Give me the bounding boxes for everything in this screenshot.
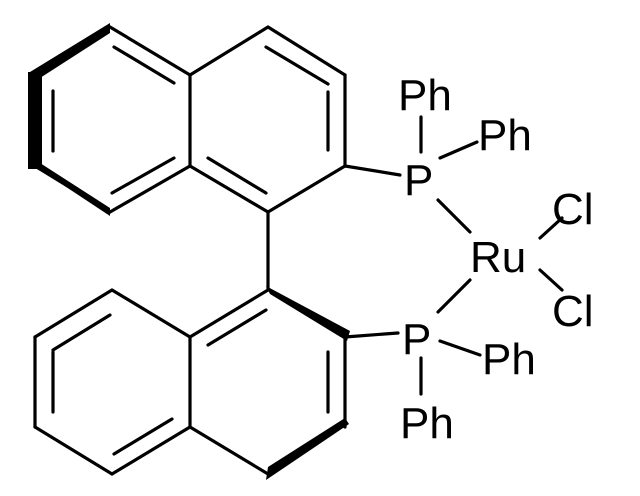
c-p-bond-top xyxy=(343,164,402,177)
atom-label-ph: Ph xyxy=(478,111,532,160)
wedge-bond xyxy=(28,72,42,169)
upper-naphthalene-right-ring xyxy=(188,25,347,214)
p-ru-bond-top xyxy=(436,198,472,234)
p-ph-bond xyxy=(438,140,479,160)
p-ru-bond-bottom xyxy=(436,278,472,314)
ru-cl-bond-top xyxy=(538,216,564,240)
upper-naphthalene-left-ring xyxy=(28,23,192,216)
atom-label-cl: Cl xyxy=(552,287,594,336)
lower-naphthalene-right-ring xyxy=(188,286,350,480)
wedge-bond xyxy=(30,23,110,78)
atom-label-p: P xyxy=(402,315,431,364)
atom-label-ph: Ph xyxy=(398,71,452,120)
wedge-bond xyxy=(266,418,349,480)
atom-label-ph: Ph xyxy=(400,399,454,448)
p-ph-bond xyxy=(438,339,482,357)
c-p-bond-bottom xyxy=(343,331,400,339)
lower-naphthalene-left-ring xyxy=(33,288,192,476)
wedge-bond xyxy=(266,286,350,341)
atom-label-p: P xyxy=(404,156,433,205)
atom-label-ph: Ph xyxy=(482,335,536,384)
atom-label-ru: Ru xyxy=(470,233,526,282)
atom-label-cl: Cl xyxy=(552,185,594,234)
wedge-bond xyxy=(30,163,110,216)
ru-cl-bond-bottom xyxy=(538,268,564,292)
